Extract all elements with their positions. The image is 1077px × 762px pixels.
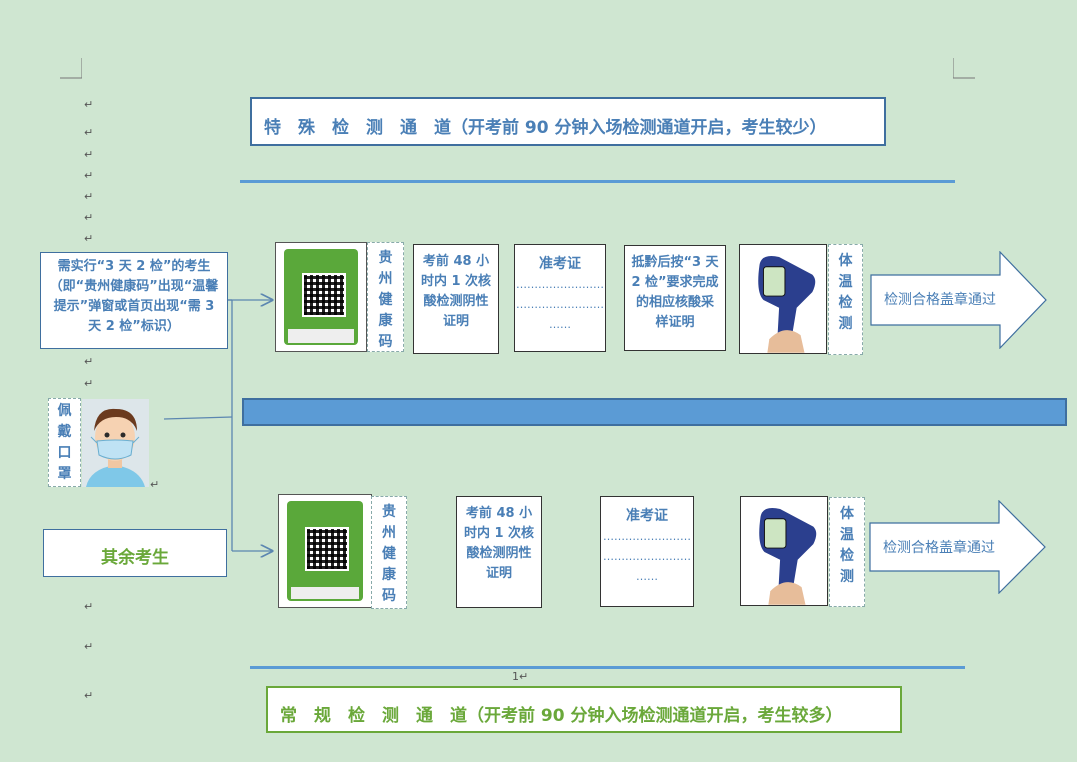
- paragraph-mark: ↵: [84, 148, 94, 161]
- temperature-char: 体: [838, 253, 853, 269]
- dotted-line: ……………………: [516, 298, 604, 311]
- page-corner-top-left: [60, 58, 82, 79]
- health-code-char: 贵: [382, 504, 396, 520]
- page-corner-top-right: [953, 58, 975, 79]
- paragraph-mark: ↵: [84, 377, 94, 390]
- temperature-char: 检: [840, 548, 854, 564]
- paragraph-mark: ↵: [84, 190, 94, 203]
- health-code-char: 康: [378, 313, 393, 329]
- paragraph-mark: ↵: [150, 478, 160, 491]
- temperature-char: 温: [840, 527, 854, 543]
- nucleic-test-box-bottom: 考前 48 小时内 1 次核酸检测阴性证明: [456, 496, 542, 608]
- admission-ticket-title: 准考证: [539, 256, 581, 272]
- health-code-char: 码: [378, 334, 393, 350]
- thermometer-image-top: [739, 244, 827, 354]
- dotted-line: ……: [549, 318, 571, 331]
- mask-label-char: 戴: [57, 424, 72, 440]
- health-code-char: 州: [382, 525, 396, 541]
- paragraph-mark: ↵: [84, 689, 94, 702]
- paragraph-mark: ↵: [84, 640, 94, 653]
- paragraph-mark: ↵: [84, 126, 94, 139]
- paragraph-mark: ↵: [84, 211, 94, 224]
- mask-label-char: 佩: [57, 403, 72, 419]
- health-code-char: 健: [382, 546, 396, 562]
- masked-person-avatar: [82, 399, 149, 487]
- dotted-line: ……………………: [516, 278, 604, 291]
- health-code-char: 州: [378, 271, 393, 287]
- health-code-label-bottom: 贵 州 健 康 码: [371, 496, 407, 609]
- health-code-char: 码: [382, 588, 396, 604]
- special-candidate-box: 需实行“3 天 2 检”的考生（即“贵州健康码”出现“温馨提示”弹窗或首页出现“…: [40, 252, 228, 349]
- other-candidate-text: 其余考生: [101, 548, 169, 568]
- pass-text-bottom: 检测合格盖章通过: [883, 540, 995, 556]
- special-channel-title-box: 特 殊 检 测 通 道（开考前 90 分钟入场检测通道开启，考生较少）: [250, 97, 886, 146]
- regular-channel-title-box: 常 规 检 测 通 道（开考前 90 分钟入场检测通道开启，考生较多）: [266, 686, 902, 733]
- health-code-char: 康: [382, 567, 396, 583]
- temperature-char: 测: [838, 316, 853, 332]
- nucleic-test-text: 考前 48 小时内 1 次核酸检测阴性证明: [420, 254, 492, 329]
- health-code-image-top: [275, 242, 367, 352]
- health-code-char: 贵: [378, 250, 393, 266]
- admission-ticket-box-bottom: 准考证 …………………… …………………… ……: [600, 496, 694, 607]
- text-cursor-mark: 1↵: [512, 670, 529, 683]
- paragraph-mark: ↵: [84, 355, 94, 368]
- arrival-test-proof-text: 抵黔后按“3 天 2 检”要求完成的相应核酸采样证明: [631, 255, 719, 330]
- middle-separator-band: [242, 398, 1067, 426]
- paragraph-mark: ↵: [84, 169, 94, 182]
- other-candidate-box: 其余考生: [43, 529, 227, 577]
- bottom-divider-line: [250, 666, 965, 669]
- dotted-line: ……: [636, 570, 658, 583]
- regular-channel-title: 常 规 检 测 通 道（开考前 90 分钟入场检测通道开启，考生较多）: [280, 706, 843, 726]
- thermometer-image-bottom: [740, 496, 828, 606]
- nucleic-test-box-top: 考前 48 小时内 1 次核酸检测阴性证明: [413, 244, 499, 354]
- temperature-label-top: 体 温 检 测: [828, 244, 863, 355]
- admission-ticket-title: 准考证: [626, 508, 668, 524]
- mask-label: 佩 戴 口 罩: [48, 398, 81, 487]
- health-code-char: 健: [378, 292, 393, 308]
- arrival-test-proof-box: 抵黔后按“3 天 2 检”要求完成的相应核酸采样证明: [624, 245, 726, 351]
- nucleic-test-text: 考前 48 小时内 1 次核酸检测阴性证明: [463, 506, 535, 581]
- mask-label-char: 口: [57, 445, 72, 461]
- special-candidate-text: 需实行“3 天 2 检”的考生（即“贵州健康码”出现“温馨提示”弹窗或首页出现“…: [49, 259, 219, 334]
- health-code-image-bottom: [278, 494, 372, 608]
- top-divider-line: [240, 180, 955, 183]
- mask-label-char: 罩: [57, 466, 72, 482]
- paragraph-mark: ↵: [84, 232, 94, 245]
- paragraph-mark: ↵: [84, 600, 94, 613]
- admission-ticket-box-top: 准考证 …………………… …………………… ……: [514, 244, 606, 352]
- special-channel-title: 特 殊 检 测 通 道（开考前 90 分钟入场检测通道开启，考生较少）: [264, 118, 827, 138]
- temperature-char: 温: [838, 274, 853, 290]
- temperature-label-bottom: 体 温 检 测: [829, 497, 865, 607]
- health-code-label-top: 贵 州 健 康 码: [367, 242, 404, 352]
- dotted-line: ……………………: [603, 550, 691, 563]
- temperature-char: 检: [838, 295, 853, 311]
- dotted-line: ……………………: [603, 530, 691, 543]
- pass-arrow-bottom: [869, 500, 1046, 594]
- temperature-char: 测: [840, 569, 854, 585]
- temperature-char: 体: [840, 506, 854, 522]
- pass-arrow-top: [870, 251, 1047, 349]
- paragraph-mark: ↵: [84, 98, 94, 111]
- pass-text-top: 检测合格盖章通过: [884, 292, 996, 308]
